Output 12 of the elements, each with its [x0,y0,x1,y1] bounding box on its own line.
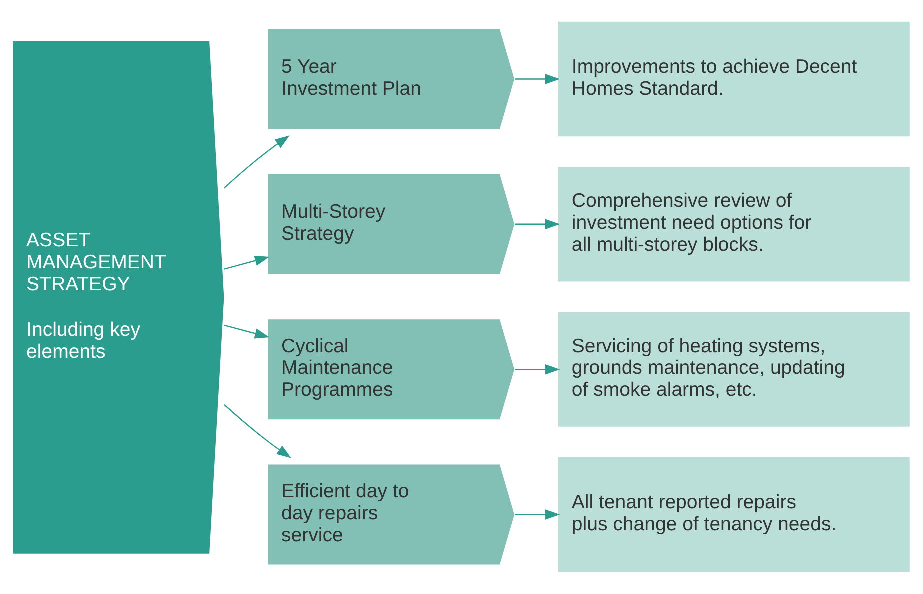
node-box: Improvements to achieve Decent Homes Standard. [558,22,910,137]
node-box: Comprehensive review of investment need options for all multi-storey blocks. [558,167,910,282]
arrow [224,136,290,189]
arrow [514,364,560,375]
arrow [224,404,292,458]
arrow [224,256,270,270]
node-box: All tenant reported repairs plus change of tenancy needs. [558,457,910,572]
arrow [514,74,560,84]
arrow [514,219,560,230]
arrow [224,324,270,339]
arrow [514,510,560,520]
node-box: Servicing of heating systems, grounds maintenance, updating of smoke alarms, etc. [558,312,910,427]
